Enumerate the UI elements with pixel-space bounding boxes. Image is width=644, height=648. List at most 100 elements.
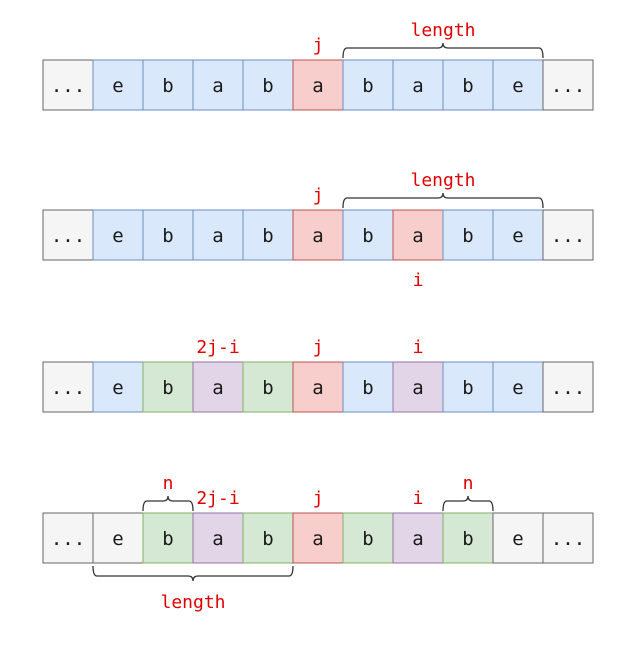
cell-char: b <box>362 75 373 97</box>
cell-char: a <box>412 75 423 97</box>
array-cell <box>242 361 294 413</box>
array-cell <box>392 512 444 564</box>
length-brace <box>342 192 544 209</box>
array-cell <box>92 59 144 111</box>
array-cell <box>142 512 194 564</box>
index-label-2j-i: 2j-i <box>196 488 239 509</box>
cell-char: b <box>162 225 173 247</box>
cell-char: a <box>312 225 323 247</box>
index-label-i: i <box>413 337 424 358</box>
length-label: length <box>160 592 225 613</box>
cell-char: a <box>412 225 423 247</box>
cell-char: e <box>112 377 123 399</box>
index-label-j: j <box>313 35 324 56</box>
cell-char: e <box>112 75 123 97</box>
ellipsis-cell-text: ... <box>551 225 585 247</box>
array-cell <box>392 59 444 111</box>
array-cell <box>492 59 544 111</box>
array-cell <box>542 361 594 413</box>
cell-char: b <box>462 225 473 247</box>
array-cell <box>392 209 444 261</box>
n-brace <box>142 495 194 512</box>
array-cell <box>542 59 594 111</box>
array-cell <box>42 512 94 564</box>
cell-char: b <box>262 75 273 97</box>
array-cell <box>142 361 194 413</box>
cell-char: e <box>512 377 523 399</box>
array-cell <box>342 512 394 564</box>
index-label-i: i <box>413 488 424 509</box>
cell-char: b <box>362 377 373 399</box>
cell-char: b <box>462 377 473 399</box>
array-cell <box>42 59 94 111</box>
n-label: n <box>463 473 474 494</box>
array-cell <box>442 361 494 413</box>
cell-char: e <box>112 528 123 550</box>
array-cell <box>492 209 544 261</box>
index-label-j: j <box>313 337 324 358</box>
n-brace <box>442 495 494 512</box>
index-label-2j-i: 2j-i <box>196 337 239 358</box>
cell-char: a <box>212 225 223 247</box>
array-cell <box>342 59 394 111</box>
array-cell <box>342 361 394 413</box>
ellipsis-cell-text: ... <box>51 377 85 399</box>
array-cell <box>242 59 294 111</box>
cell-char: b <box>162 528 173 550</box>
index-label-j: j <box>313 185 324 206</box>
cell-char: e <box>512 75 523 97</box>
cell-char: b <box>262 528 273 550</box>
array-cell <box>542 512 594 564</box>
ellipsis-cell-text: ... <box>551 75 585 97</box>
array-cell <box>42 209 94 261</box>
ellipsis-cell-text: ... <box>551 528 585 550</box>
array-cell <box>92 512 144 564</box>
array-cell <box>242 512 294 564</box>
array-cell <box>292 59 344 111</box>
length-label: length <box>410 170 475 191</box>
array-cell <box>292 209 344 261</box>
array-cell <box>42 361 94 413</box>
cell-char: a <box>212 75 223 97</box>
array-cell <box>292 361 344 413</box>
cell-char: a <box>412 528 423 550</box>
cell-char: a <box>312 528 323 550</box>
cell-char: b <box>462 75 473 97</box>
cell-char: b <box>362 225 373 247</box>
cell-char: a <box>412 377 423 399</box>
length-brace <box>342 42 544 59</box>
cell-char: e <box>112 225 123 247</box>
n-label: n <box>163 473 174 494</box>
length-label: length <box>410 20 475 41</box>
array-cell <box>442 59 494 111</box>
array-cell <box>342 209 394 261</box>
length-brace <box>92 565 294 582</box>
ellipsis-cell-text: ... <box>51 528 85 550</box>
array-cell <box>492 512 544 564</box>
array-cell <box>292 512 344 564</box>
array-cell <box>242 209 294 261</box>
index-label-i: i <box>413 270 424 291</box>
array-cell <box>142 59 194 111</box>
array-cell <box>442 209 494 261</box>
array-cell <box>142 209 194 261</box>
cell-char: b <box>262 377 273 399</box>
array-cell <box>542 209 594 261</box>
array-cell <box>92 209 144 261</box>
cell-char: a <box>312 377 323 399</box>
ellipsis-cell-text: ... <box>51 75 85 97</box>
cell-char: b <box>462 528 473 550</box>
cell-char: a <box>212 528 223 550</box>
array-cell <box>442 512 494 564</box>
cell-char: e <box>512 225 523 247</box>
cell-char: b <box>262 225 273 247</box>
cell-char: a <box>212 377 223 399</box>
cell-char: b <box>162 377 173 399</box>
cell-char: e <box>512 528 523 550</box>
cell-char: b <box>362 528 373 550</box>
